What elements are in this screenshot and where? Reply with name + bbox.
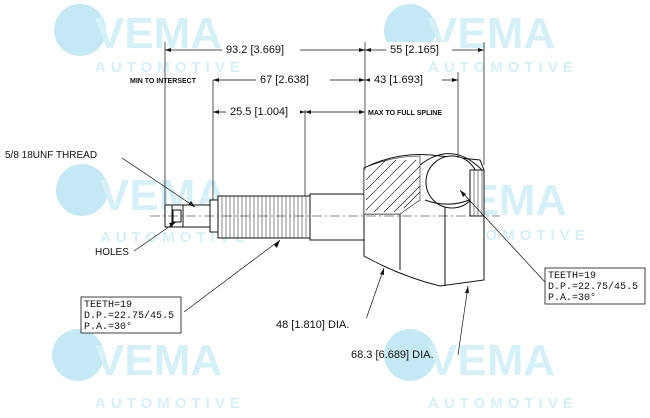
spline-spec-left-box — [80, 296, 182, 334]
spline-teeth — [221, 196, 307, 238]
spline-shaft — [217, 195, 311, 239]
spline-spec-right-box — [544, 267, 646, 305]
watermark-top-left: VEMA AUTOMOTIVE — [54, 4, 245, 76]
spline-right-pa: P.A.=30° — [548, 292, 596, 304]
watermark-mid-left: VEMA AUTOMOTIVE — [56, 164, 250, 246]
dim-shaft-length: 67 [2.638] — [260, 74, 309, 86]
section-hatch — [363, 155, 421, 215]
part-outline — [164, 153, 485, 287]
watermark-bottom-left: VEMA AUTOMOTIVE — [52, 329, 245, 412]
spline-right-dp: D.P.=22.75/45.5 — [548, 281, 638, 293]
dim-small-diameter: 48 [1.810] DIA. — [276, 319, 349, 331]
dim-note-min-intersect: MIN TO INTERSECT — [130, 78, 197, 85]
spline-left-pa: P.A.=30° — [84, 321, 132, 333]
watermark-sub: AUTOMOTIVE — [95, 59, 245, 76]
spline-spec-left: TEETH=19 D.P.=22.75/45.5 P.A.=30° — [80, 296, 182, 334]
plain-shaft — [309, 193, 365, 241]
dimension-arrows — [165, 48, 484, 114]
spline-right-teeth: TEETH=19 — [548, 271, 596, 282]
holes-callout: HOLES — [95, 247, 129, 258]
watermark-logo-icon — [56, 164, 108, 216]
dim-overall-length: 93.2 [3.669] — [226, 44, 284, 56]
spline-left-teeth: TEETH=19 — [84, 300, 132, 311]
watermark-sub: AUTOMOTIVE — [95, 395, 245, 412]
watermark-bottom-right: VEMA AUTOMOTIVE — [384, 329, 578, 412]
watermark-sub: AUTOMOTIVE — [428, 59, 578, 76]
watermark-layer: VEMA AUTOMOTIVE VEMA AUTOMOTIVE VEMA AUT… — [52, 4, 585, 412]
dim-large-diameter: 68.3 [6.689] DIA. — [351, 349, 434, 361]
watermark-brand: VEMA — [95, 336, 222, 385]
leader-arrows — [169, 190, 469, 293]
watermark-brand: VEMA — [95, 9, 222, 58]
watermark-logo-icon — [54, 4, 106, 56]
dim-note-max-spline: MAX TO FULL SPLINE — [368, 110, 442, 117]
thread-callout: 5/8 18UNF THREAD — [5, 150, 97, 161]
dim-bell-length: 55 [2.165] — [390, 44, 439, 56]
watermark-logo-icon — [384, 329, 436, 381]
dim-intersect-depth: 43 [1.693] — [374, 74, 423, 86]
dim-spline-length: 25.5 [1.004] — [230, 106, 288, 118]
leader-lines — [121, 157, 546, 356]
output-spline-teeth — [473, 170, 483, 216]
watermark-sub: AUTOMOTIVE — [428, 395, 578, 412]
watermark-top-right: VEMA AUTOMOTIVE — [384, 4, 578, 76]
inner-race-arc — [419, 153, 483, 171]
watermark-brand: VEMA — [428, 336, 555, 385]
watermark-logo-icon — [52, 329, 104, 381]
spline-spec-right: TEETH=19 D.P.=22.75/45.5 P.A.=30° — [544, 267, 646, 305]
watermark-sub: AUTOMOTIVE — [100, 229, 250, 246]
spline-left-dp: D.P.=22.75/45.5 — [84, 310, 174, 322]
